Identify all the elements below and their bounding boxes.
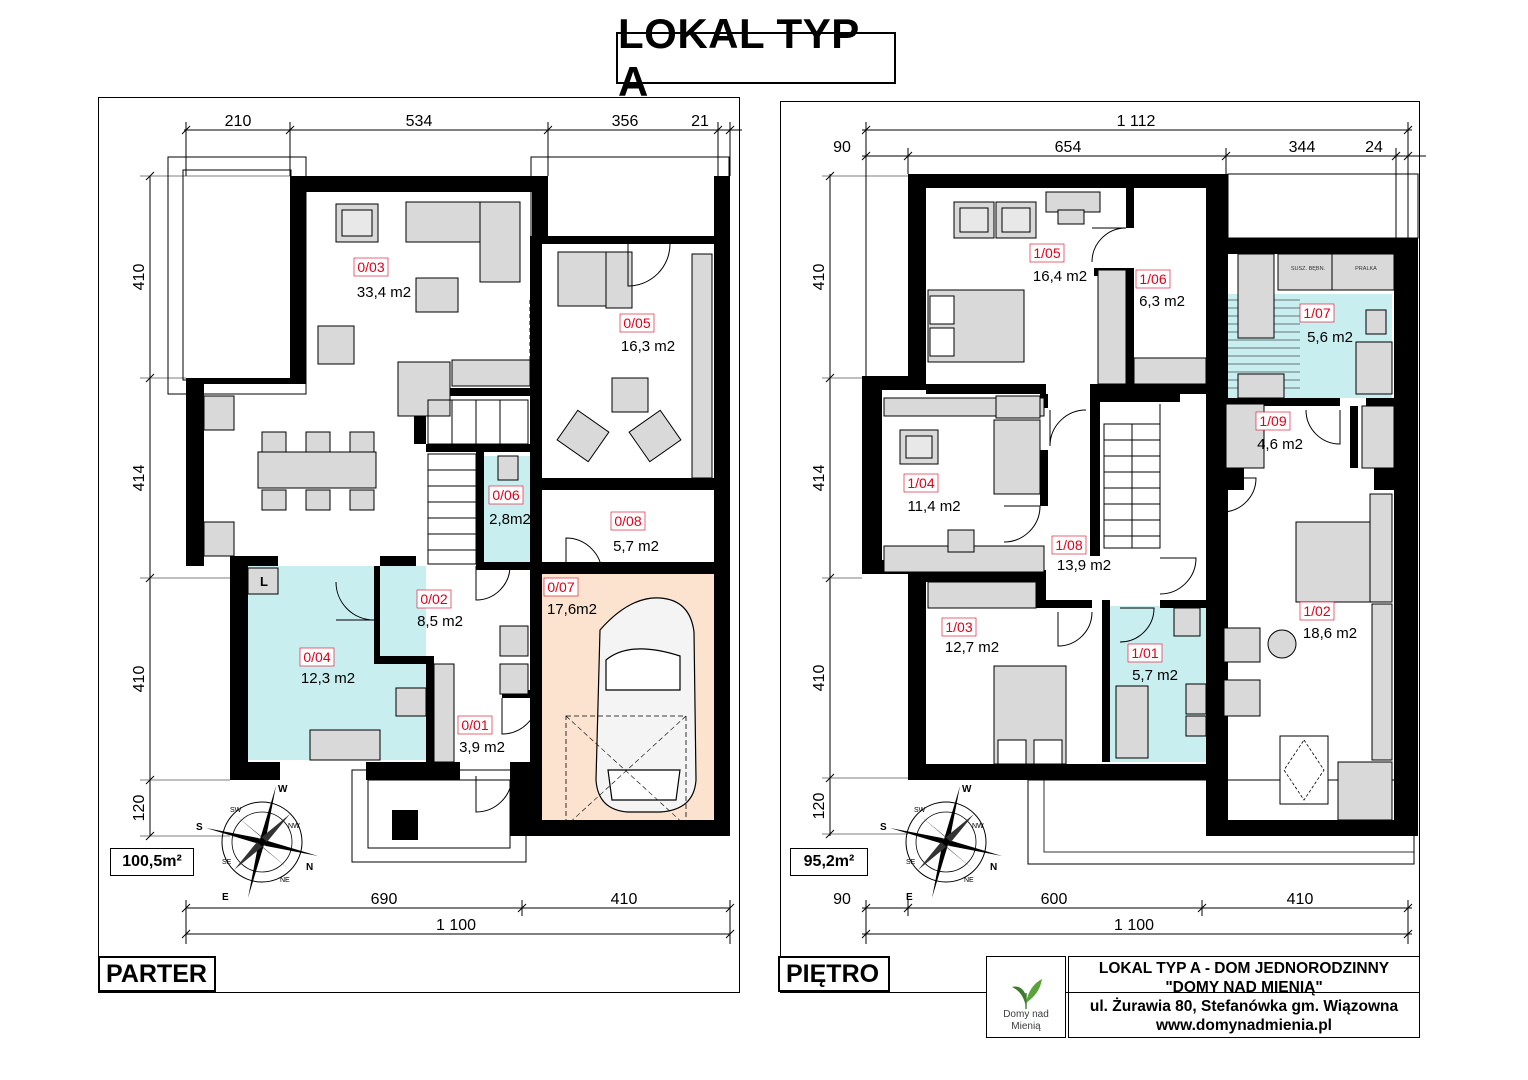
room-area: 17,6m2 <box>547 601 597 618</box>
compass-label: N <box>990 862 997 873</box>
room-code: 1/06 <box>1139 271 1166 287</box>
dim-left: 410 <box>811 264 828 291</box>
parter-plan: L 0/03 33,4 m2 0/05 16,3 m2 0/06 2,8m2 0… <box>131 113 742 944</box>
compass-label: SW <box>914 807 926 814</box>
room-code: 1/04 <box>907 475 934 491</box>
room-code: 1/02 <box>1303 603 1330 619</box>
room-code: 0/08 <box>614 513 641 529</box>
room-area: 16,4 m2 <box>1033 268 1087 285</box>
dim-bottom: 90 <box>833 891 851 908</box>
compass-label: S <box>196 822 203 833</box>
room-code: 0/03 <box>357 259 384 275</box>
room-code: 0/04 <box>303 649 330 665</box>
logo-line: Mienią <box>1011 1021 1041 1032</box>
dim-left: 410 <box>811 665 828 692</box>
kitchen-mark: L <box>260 574 268 589</box>
dim-top: 24 <box>1365 139 1383 156</box>
dim-top: 534 <box>406 113 433 130</box>
parter-total-area: 100,5m² <box>110 848 194 876</box>
room-code: 0/01 <box>461 717 488 733</box>
room-code: 1/01 <box>1131 645 1158 661</box>
room-area: 8,5 m2 <box>417 613 463 630</box>
room-code: 1/03 <box>945 619 972 635</box>
dim-bottom: 690 <box>371 891 398 908</box>
compass-label: NW <box>972 823 984 830</box>
compass-label: N <box>306 862 313 873</box>
info-address: ul. Żurawia 80, Stefanówka gm. Wiązowna <box>1089 998 1399 1015</box>
dim-left: 410 <box>131 666 148 693</box>
room-code: 1/09 <box>1259 413 1286 429</box>
dim-total: 1 100 <box>436 917 476 934</box>
pietro-plan: SUSZ. BĘBN. PRALKA 1/05 16,4 m2 <box>811 113 1426 944</box>
dim-left: 414 <box>811 465 828 492</box>
compass-label: S <box>880 822 887 833</box>
room-code: 0/05 <box>623 315 650 331</box>
room-area: 4,6 m2 <box>1257 436 1303 453</box>
compass-label: NE <box>280 877 290 884</box>
dim-top: 90 <box>833 139 851 156</box>
compass-label: E <box>222 892 229 903</box>
parter-label: PARTER <box>98 956 216 992</box>
dim-top: 356 <box>612 113 639 130</box>
room-area: 2,8m2 <box>489 511 531 528</box>
dim-bottom: 600 <box>1041 891 1068 908</box>
compass-label: E <box>906 892 913 903</box>
room-code: 1/05 <box>1033 245 1060 261</box>
dim-left: 410 <box>131 264 148 291</box>
dim-bottom: 410 <box>1287 891 1314 908</box>
appliance-label: PRALKA <box>1355 266 1377 272</box>
info-line: LOKAL TYP A - DOM JEDNORODZINNY <box>1098 960 1390 977</box>
room-area: 5,7 m2 <box>1132 667 1178 684</box>
room-area: 3,9 m2 <box>459 739 505 756</box>
info-website[interactable]: www.domynadmienia.pl <box>1156 1017 1332 1034</box>
compass-label: SE <box>906 859 916 866</box>
room-area: 16,3 m2 <box>621 338 675 355</box>
dim-top-total: 1 112 <box>1117 113 1156 130</box>
info-line: "DOMY NAD MIENIĄ" <box>1165 979 1323 996</box>
dim-top: 654 <box>1055 139 1082 156</box>
pietro-label: PIĘTRO <box>778 956 890 992</box>
room-code: 0/07 <box>547 579 574 595</box>
room-area: 5,6 m2 <box>1307 329 1353 346</box>
dim-top: 210 <box>225 113 252 130</box>
room-code: 1/07 <box>1303 305 1330 321</box>
room-area: 13,9 m2 <box>1057 557 1111 574</box>
dim-top: 344 <box>1289 139 1316 156</box>
dim-top: 21 <box>691 113 709 130</box>
compass-label: NE <box>964 877 974 884</box>
dim-left: 120 <box>131 795 148 822</box>
room-area: 11,4 m2 <box>907 498 960 515</box>
room-area: 12,3 m2 <box>301 670 355 687</box>
room-code: 0/02 <box>420 591 447 607</box>
leaf-icon <box>1012 979 1042 1009</box>
compass-label: W <box>278 784 288 795</box>
compass-label: SE <box>222 859 232 866</box>
room-area: 5,7 m2 <box>613 538 659 555</box>
room-code: 1/08 <box>1055 537 1082 553</box>
compass-label: W <box>962 784 972 795</box>
dim-left: 120 <box>811 793 828 820</box>
room-area: 33,4 m2 <box>357 284 411 301</box>
project-info: LOKAL TYP A - DOM JEDNORODZINNY "DOMY NA… <box>1068 956 1420 1038</box>
compass-label: NW <box>288 823 300 830</box>
dim-bottom: 410 <box>611 891 638 908</box>
room-area: 6,3 m2 <box>1139 293 1185 310</box>
logo-line: Domy nad <box>1003 1009 1049 1020</box>
compass-label: SW <box>230 807 242 814</box>
appliance-label: SUSZ. BĘBN. <box>1291 266 1326 272</box>
room-area: 12,7 m2 <box>945 639 999 656</box>
compass-icon: W S N E SW NW SE NE <box>880 784 1002 903</box>
company-logo: Domy nad Mienią <box>986 956 1066 1038</box>
room-area: 18,6 m2 <box>1303 625 1357 642</box>
room-code: 0/06 <box>492 487 519 503</box>
pietro-total-area: 95,2m² <box>790 848 868 876</box>
dim-total: 1 100 <box>1114 917 1154 934</box>
dim-left: 414 <box>131 465 148 492</box>
compass-icon: W S N E SW NW SE NE <box>196 784 318 903</box>
